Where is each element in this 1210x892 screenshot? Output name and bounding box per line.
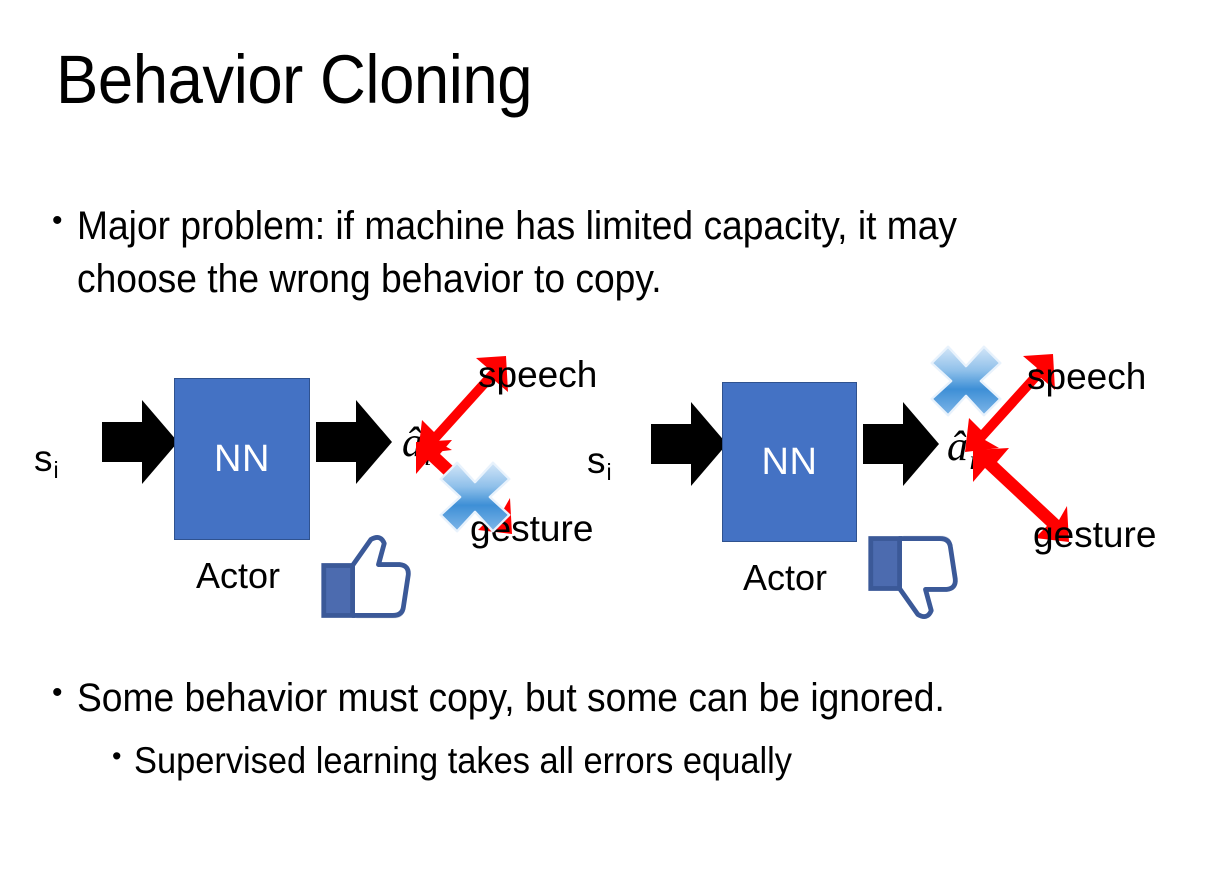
diagram-left: si NN Actor âi (18, 340, 618, 640)
bullet-bottom-sub: • Supervised learning takes all errors e… (112, 737, 1172, 785)
thumbs-down-icon-right (865, 528, 961, 624)
nn-box-label: NN (761, 441, 818, 483)
input-arrow-icon-left (102, 398, 178, 486)
bullet-bottom-main-text: Some behavior must copy, but some can be… (76, 676, 945, 720)
bullet-bottom-main: • Some behavior must copy, but some can … (52, 672, 1162, 724)
bullet-marker-icon: • (112, 741, 122, 771)
diagram-right: si NN Actor âi (565, 340, 1165, 640)
nn-box-label: NN (214, 438, 270, 480)
output-arrow-icon-right (863, 400, 939, 488)
actor-caption-left: Actor (196, 555, 281, 596)
output-arrow-icon-left (316, 398, 392, 486)
branch-arrow-speech-right (957, 346, 1069, 458)
branch-label-speech-right: speech (1027, 356, 1147, 397)
state-label-right: si (587, 440, 612, 485)
branch-arrow-speech-left (410, 348, 522, 460)
actor-caption-right: Actor (743, 557, 828, 598)
state-label-left: si (34, 438, 59, 483)
cross-out-icon-gesture-left (436, 458, 514, 536)
bullet-top-text: Major problem: if machine has limited ca… (76, 204, 957, 301)
bullet-marker-icon: • (52, 204, 63, 237)
cross-out-icon-speech-right (927, 342, 1005, 420)
page-title: Behavior Cloning (56, 41, 533, 118)
nn-box-left: NN (174, 378, 310, 540)
output-label-right: âi (947, 424, 977, 475)
thumbs-up-icon-left (318, 530, 414, 626)
bullet-bottom-sub-text: Supervised learning takes all errors equ… (134, 740, 793, 781)
branch-label-speech-left: speech (478, 354, 598, 395)
bullet-top: • Major problem: if machine has limited … (52, 200, 1142, 306)
bullet-marker-icon: • (52, 676, 63, 709)
input-arrow-icon-right (651, 400, 727, 488)
branch-arrow-gesture-right (963, 444, 1075, 556)
nn-box-right: NN (722, 382, 857, 542)
branch-label-gesture-right: gesture (1033, 514, 1157, 555)
